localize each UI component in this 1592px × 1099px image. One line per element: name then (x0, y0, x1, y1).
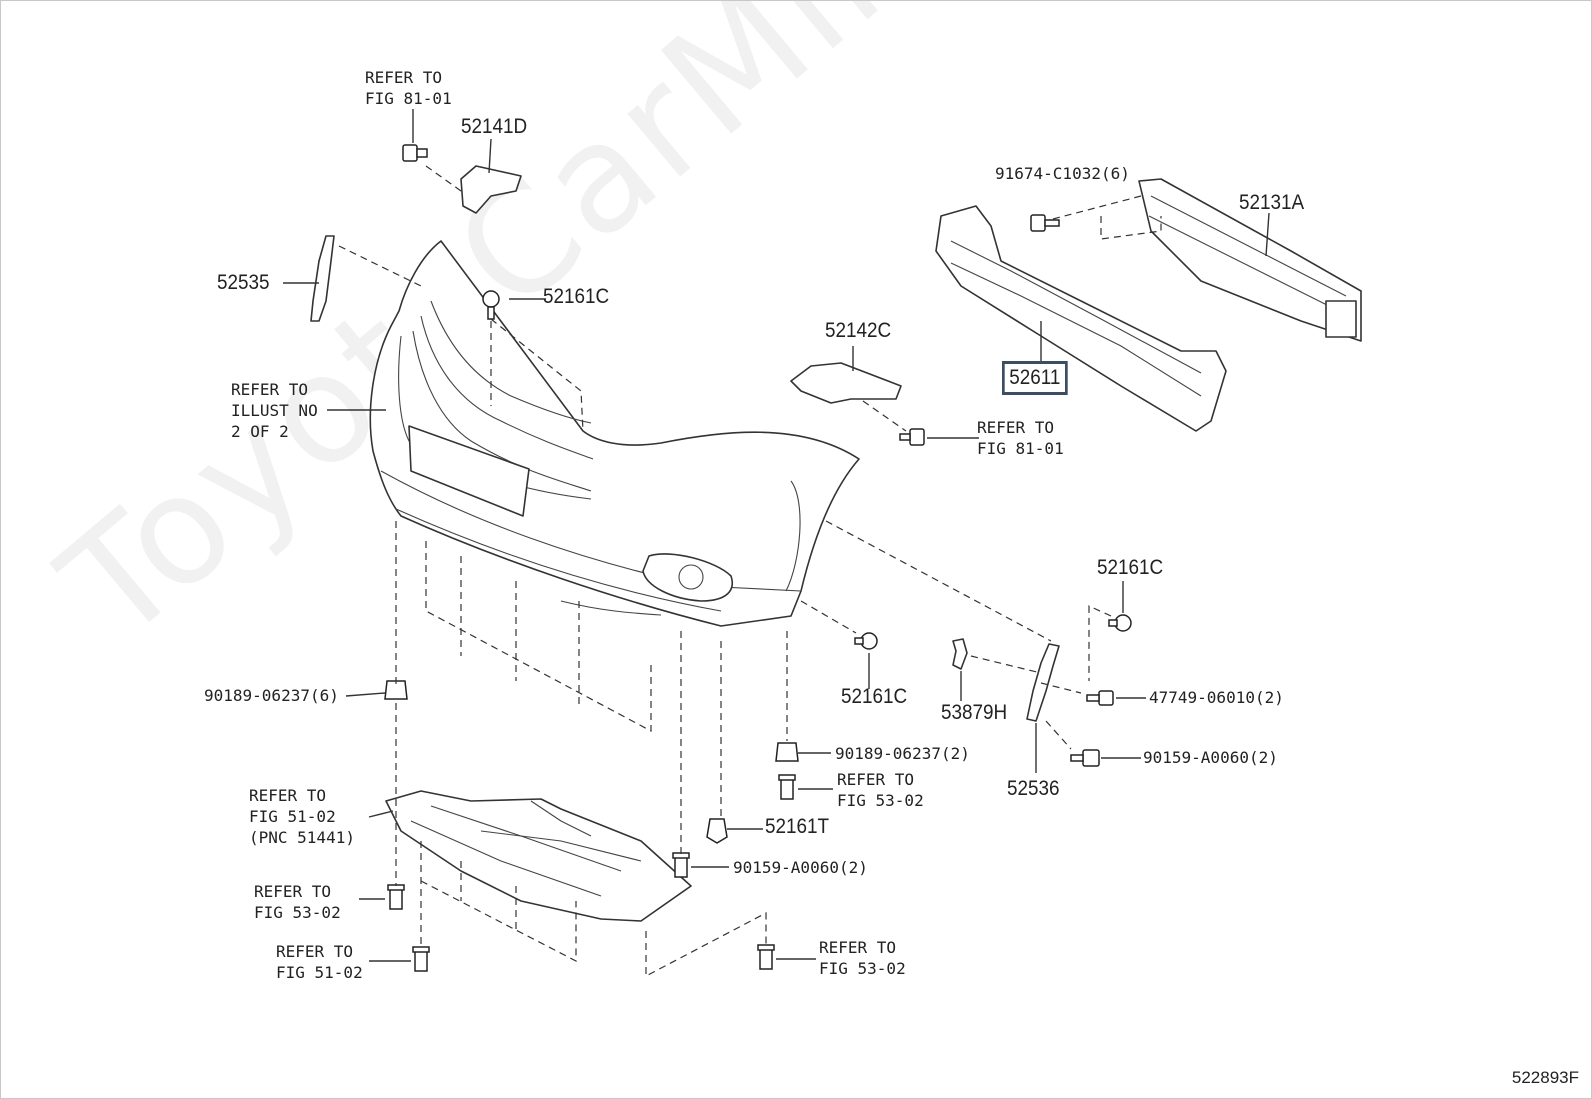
clip-53879H-shape (952, 638, 968, 670)
engine-under-cover-shape (385, 790, 692, 922)
label-refer-fig-81-01-top: REFER TO FIG 81-01 (365, 68, 452, 108)
label-part-47749-06010: 47749-06010(2) (1149, 688, 1284, 707)
label-refer-fig-53-02-bottom: REFER TO FIG 53-02 (819, 938, 906, 978)
label-part-90159-A0060-mid: 90159-A0060(2) (733, 858, 868, 877)
label-part-52161C-mid: 52161C (841, 685, 908, 708)
fasteners (384, 144, 1132, 972)
label-refer-fig-53-02-mid: REFER TO FIG 53-02 (837, 770, 924, 810)
label-part-52161C-top: 52161C (543, 285, 610, 308)
label-part-52611-highlight: 52611 (1002, 361, 1068, 395)
label-part-52141D: 52141D (461, 115, 528, 138)
label-part-53879H: 53879H (941, 701, 1008, 724)
label-part-90159-A0060-right: 90159-A0060(2) (1143, 748, 1278, 767)
label-refer-illust-2-of-2: REFER TO ILLUST NO 2 OF 2 (231, 380, 318, 441)
label-refer-fig-81-01-mid: REFER TO FIG 81-01 (977, 418, 1064, 458)
bumper-cover-shape (369, 240, 860, 627)
label-part-52131A: 52131A (1239, 191, 1305, 214)
label-part-52161T: 52161T (765, 815, 830, 838)
label-part-90189-06237-mid: 90189-06237(2) (835, 744, 970, 763)
label-part-90189-06237-left: 90189-06237(6) (204, 686, 339, 705)
label-refer-fig-51-02-pnc-51441: REFER TO FIG 51-02 (PNC 51441) (249, 786, 355, 847)
label-part-52536: 52536 (1007, 777, 1060, 800)
support-52536-shape (1026, 643, 1060, 722)
bumper-reinforcement-shape (1138, 178, 1362, 342)
label-refer-fig-53-02-left: REFER TO FIG 53-02 (254, 882, 341, 922)
energy-absorber-shape (935, 205, 1227, 432)
label-part-91674-C1032: 91674-C1032(6) (995, 164, 1130, 183)
dashed-assembly-lines (338, 165, 1162, 977)
label-part-52142C: 52142C (825, 319, 892, 342)
label-refer-fig-51-02-bottom: REFER TO FIG 51-02 (276, 942, 363, 982)
label-part-52535: 52535 (217, 271, 270, 294)
label-part-52161C-right: 52161C (1097, 556, 1164, 579)
figure-code: 522893F (1511, 1068, 1579, 1087)
support-52535-shape (310, 235, 335, 322)
retainer-52141D-shape (460, 165, 522, 214)
leader-lines (283, 109, 1270, 962)
retainer-52142C-shape (790, 362, 902, 404)
